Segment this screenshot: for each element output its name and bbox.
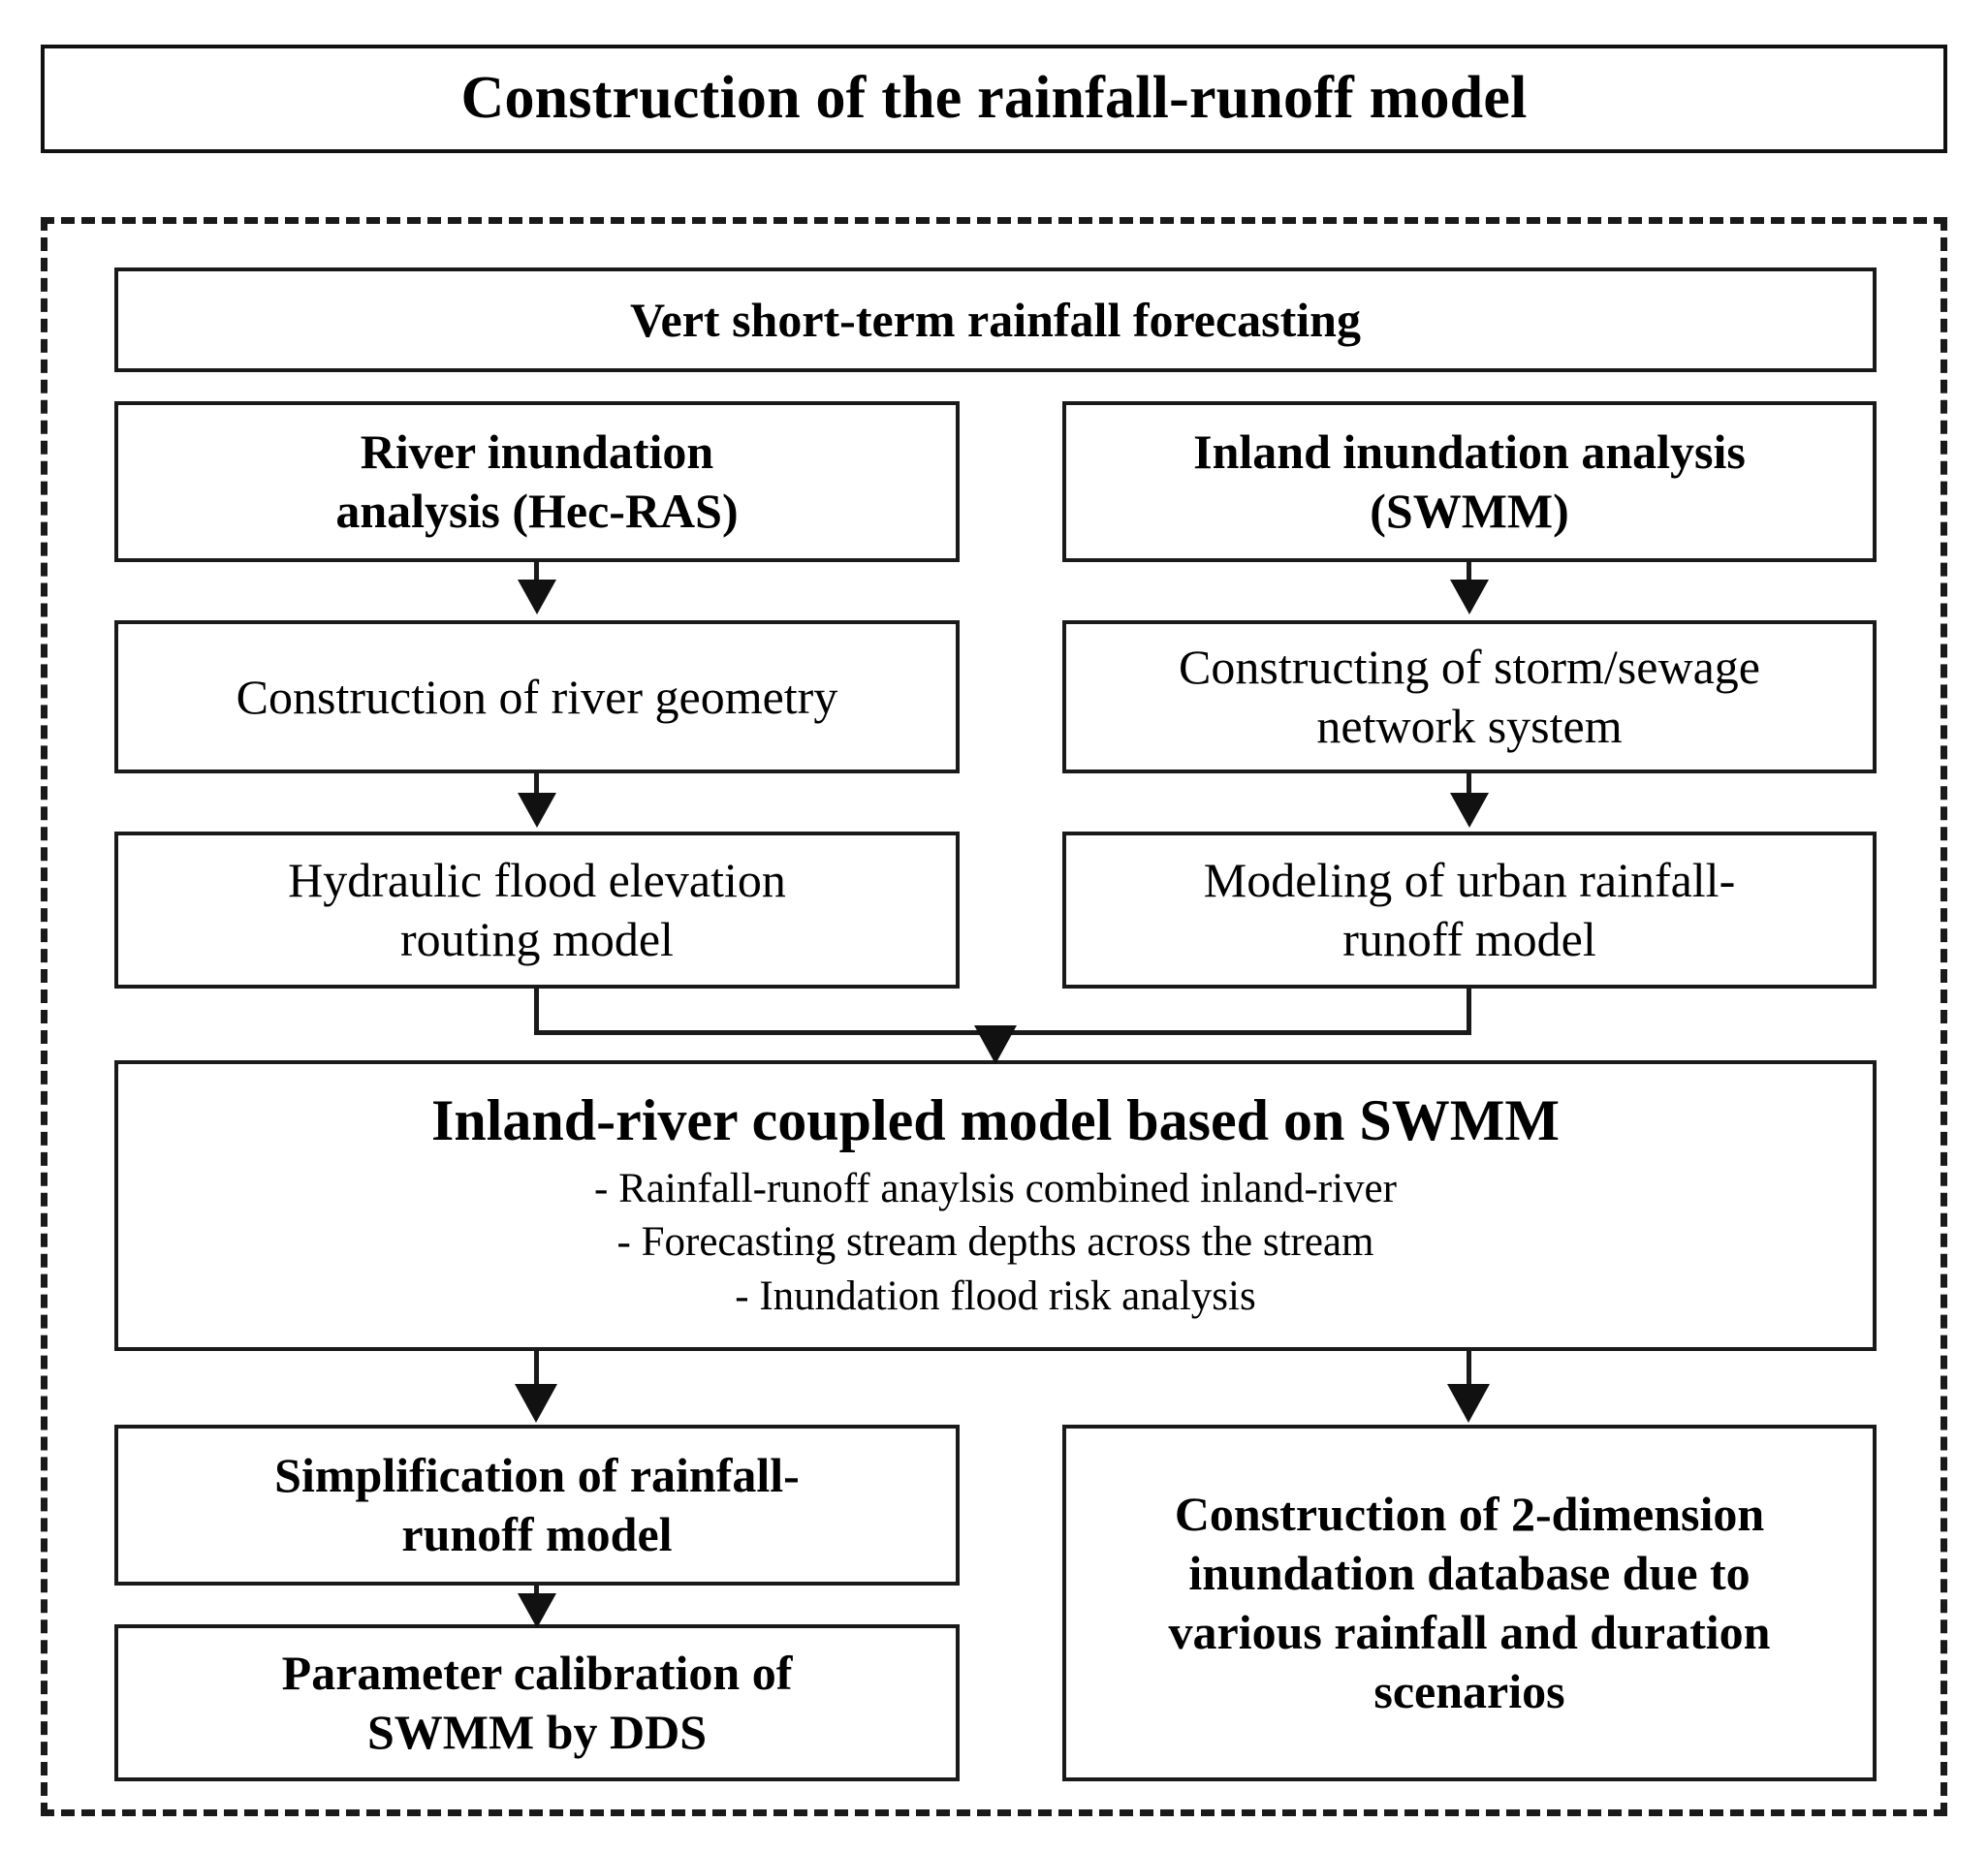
node-rainfall-forecasting-label: Vert short-term rainfall forecasting: [630, 292, 1361, 347]
node-coupled-model-heading: Inland-river coupled model based on SWMM: [431, 1088, 1560, 1153]
node-river-geometry-label: Construction of river geometry: [236, 669, 838, 724]
node-parameter-calibration-label: Parameter calibration of SWMM by DDS: [281, 1646, 793, 1759]
coupled-bullet-3: - Inundation flood risk analysis: [735, 1273, 1256, 1319]
coupled-bullet-2: - Forecasting stream depths across the s…: [616, 1219, 1374, 1266]
connector-coupled-to-simplification: [534, 1351, 539, 1388]
node-urban-runoff-model: Modeling of urban rainfall- runoff model: [1062, 832, 1877, 989]
connector-geometry-to-hydraulic: [534, 773, 539, 797]
connector-river-analysis-to-geometry: [534, 562, 539, 583]
connector-urban-drop: [1467, 989, 1471, 1035]
node-2d-inundation-database: Construction of 2-dimension inundation d…: [1062, 1425, 1877, 1781]
node-river-geometry: Construction of river geometry: [114, 620, 960, 773]
connector-hydraulic-drop: [534, 989, 539, 1035]
arrowhead-network-to-urban: [1450, 793, 1489, 828]
dashed-process-boundary: [41, 217, 1947, 1816]
node-hydraulic-routing: Hydraulic flood elevation routing model: [114, 832, 960, 989]
connector-inland-analysis-to-network: [1467, 562, 1471, 583]
arrowhead-simplification-to-calibration: [518, 1593, 556, 1628]
node-hydraulic-routing-label: Hydraulic flood elevation routing model: [288, 853, 786, 966]
connector-network-to-urban: [1467, 773, 1471, 797]
node-river-inundation-analysis-label: River inundation analysis (Hec-RAS): [335, 424, 739, 538]
arrowhead-geometry-to-hydraulic: [518, 793, 556, 828]
coupled-bullet-1: - Rainfall-runoff anaylsis combined inla…: [594, 1166, 1397, 1212]
node-2d-inundation-database-label: Construction of 2-dimension inundation d…: [1168, 1487, 1771, 1718]
node-coupled-model-bullets: - Rainfall-runoff anaylsis combined inla…: [594, 1162, 1397, 1322]
connector-coupled-to-database: [1467, 1351, 1471, 1388]
node-inland-inundation-analysis-label: Inland inundation analysis (SWMM): [1193, 424, 1746, 538]
diagram-title-box: Construction of the rainfall-runoff mode…: [41, 45, 1947, 153]
node-simplification-label: Simplification of rainfall- runoff model: [274, 1448, 800, 1561]
diagram-title: Construction of the rainfall-runoff mode…: [460, 65, 1528, 132]
arrowhead-coupled-to-simplification: [515, 1384, 557, 1423]
node-urban-runoff-model-label: Modeling of urban rainfall- runoff model: [1203, 853, 1736, 966]
node-simplification: Simplification of rainfall- runoff model: [114, 1425, 960, 1586]
node-inland-inundation-analysis: Inland inundation analysis (SWMM): [1062, 401, 1877, 562]
node-sewage-network: Constructing of storm/sewage network sys…: [1062, 620, 1877, 773]
arrowhead-coupled-to-database: [1447, 1384, 1490, 1423]
node-sewage-network-label: Constructing of storm/sewage network sys…: [1179, 640, 1760, 753]
node-parameter-calibration: Parameter calibration of SWMM by DDS: [114, 1624, 960, 1781]
node-rainfall-forecasting: Vert short-term rainfall forecasting: [114, 267, 1877, 372]
node-river-inundation-analysis: River inundation analysis (Hec-RAS): [114, 401, 960, 562]
arrowhead-merge-to-coupled: [974, 1025, 1017, 1064]
arrowhead-inland-analysis-to-network: [1450, 580, 1489, 614]
node-coupled-model: Inland-river coupled model based on SWMM…: [114, 1060, 1877, 1351]
arrowhead-river-analysis-to-geometry: [518, 580, 556, 614]
